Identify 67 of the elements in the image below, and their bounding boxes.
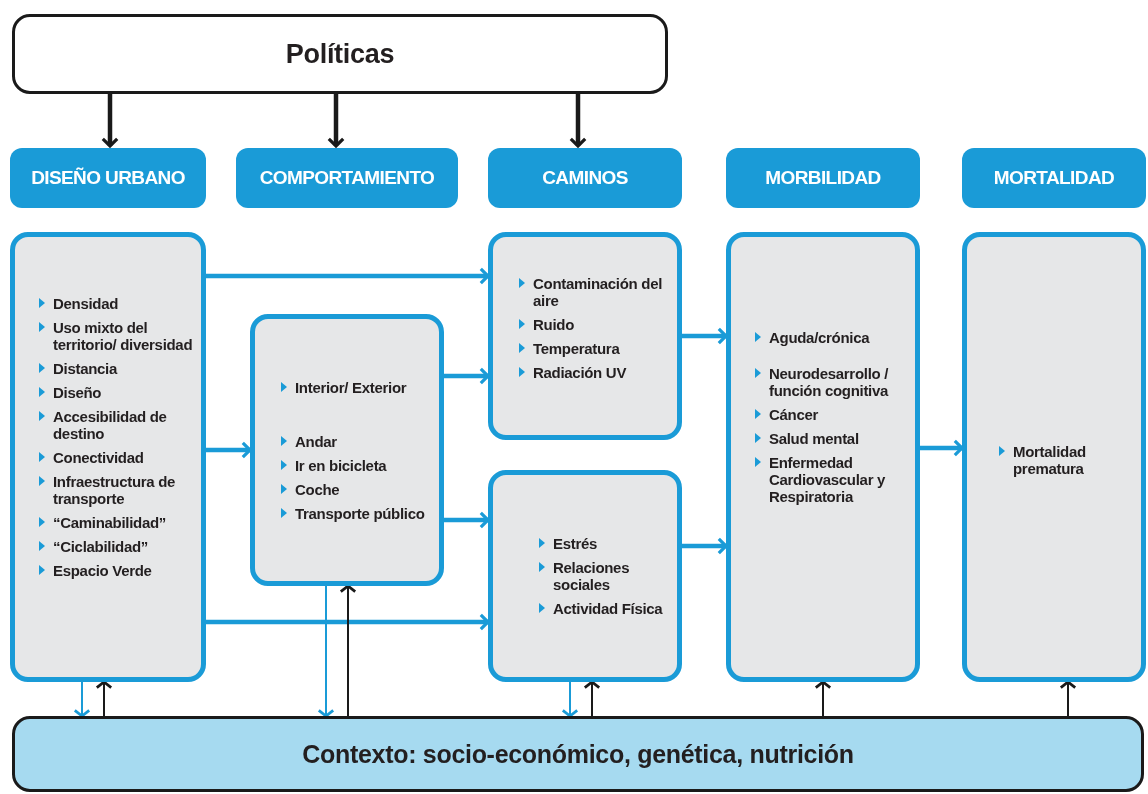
list-item: Transporte público xyxy=(279,504,433,522)
header-text: CAMINOS xyxy=(542,167,628,189)
arrow xyxy=(569,94,587,148)
arrow xyxy=(101,94,119,148)
list-item: Espacio Verde xyxy=(37,562,193,579)
policy-banner xyxy=(12,14,668,94)
list-panel xyxy=(962,232,1146,682)
list-item: Estrés xyxy=(537,535,671,552)
list-item: “Ciclabilidad” xyxy=(37,538,193,555)
arrow xyxy=(920,439,964,457)
arrow xyxy=(206,267,490,285)
column-header xyxy=(10,148,206,208)
list-item: Accesibilidad de destino xyxy=(37,408,193,442)
list-item: Aguda/crónica xyxy=(753,329,909,346)
list-item: Salud mental xyxy=(753,430,909,447)
list-item: Diseño xyxy=(37,384,193,401)
list-panel xyxy=(488,470,682,682)
chevron-arrow xyxy=(1059,680,1077,717)
column-header xyxy=(488,148,682,208)
list-item: Interior/ Exterior xyxy=(279,378,433,396)
list-item: Densidad xyxy=(37,295,193,312)
header-text: MORTALIDAD xyxy=(993,167,1115,189)
list-item: Temperatura xyxy=(517,340,671,357)
list-item: Ruido xyxy=(517,316,671,333)
list-item: Distancia xyxy=(37,360,193,377)
column-header xyxy=(726,148,920,208)
list-item: Cáncer xyxy=(753,406,909,423)
list-item: Coche xyxy=(279,480,433,498)
header-text: MORBILIDAD xyxy=(765,167,881,189)
arrow xyxy=(444,511,490,529)
arrow xyxy=(682,537,728,555)
context-banner xyxy=(12,716,1144,792)
header-text: COMPORTAMIENTO xyxy=(259,167,435,189)
list-item: Ir en bicicleta xyxy=(279,456,433,474)
list-item: Andar xyxy=(279,432,433,450)
arrow xyxy=(682,327,728,345)
arrow xyxy=(206,613,490,631)
chevron-arrow xyxy=(561,681,579,718)
list-item: Enfermedad Cardiovascular y Respiratoria xyxy=(753,454,909,505)
chevron-arrow xyxy=(73,681,91,718)
arrow xyxy=(444,367,490,385)
list-panel xyxy=(726,232,920,682)
list-panel xyxy=(250,314,444,586)
list-item: Contaminación del aire xyxy=(517,275,671,309)
arrow xyxy=(206,441,252,459)
chevron-arrow xyxy=(95,680,113,717)
list-item: Infraestructura de transporte xyxy=(37,473,193,507)
column-header xyxy=(962,148,1146,208)
list-panel xyxy=(488,232,682,440)
arrow xyxy=(327,94,345,148)
list-item: Radiación UV xyxy=(517,364,671,381)
list-item: Mortalidad prematura xyxy=(997,443,1135,477)
list-item: Uso mixto del territorio/ diversidad xyxy=(37,319,193,353)
chevron-arrow xyxy=(317,585,335,718)
list-item: Relaciones sociales xyxy=(537,559,671,593)
header-text: DISEÑO URBANO xyxy=(31,167,185,189)
column-header xyxy=(236,148,458,208)
banner-title: Políticas xyxy=(285,38,395,70)
chevron-arrow xyxy=(339,584,357,717)
list-item: Actividad Física xyxy=(537,600,671,617)
list-panel xyxy=(10,232,206,682)
chevron-arrow xyxy=(814,680,832,717)
banner-title: Contexto: socio-económico, genética, nutrición xyxy=(302,739,854,769)
list-item: “Caminabilidad” xyxy=(37,514,193,531)
list-item: Conectividad xyxy=(37,449,193,466)
chevron-arrow xyxy=(583,680,601,717)
list-item: Neurodesarrollo / función cognitiva xyxy=(753,365,909,399)
